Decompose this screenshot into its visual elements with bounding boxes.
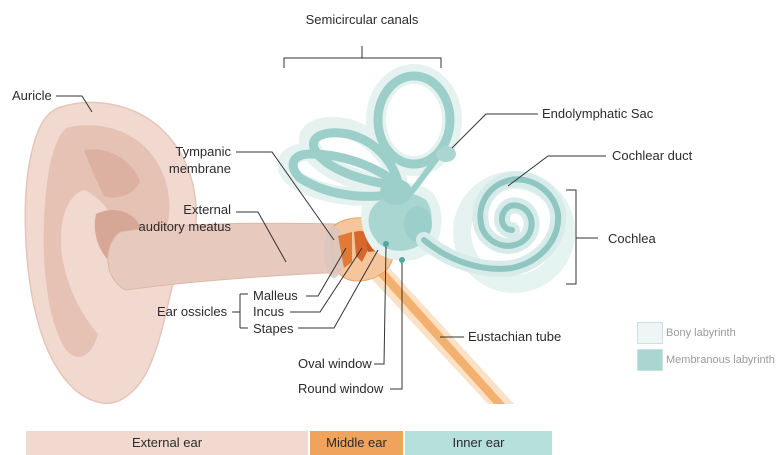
malleus-label: Malleus (253, 288, 298, 303)
legend-bony-swatch (637, 322, 663, 344)
external-meatus-label-line2: auditory meatus (139, 219, 232, 234)
endolymphatic-sac-label: Endolymphatic Sac (542, 106, 654, 121)
region-middle-ear: Middle ear (310, 431, 403, 455)
round-window-label: Round window (298, 381, 384, 396)
round-window-marker (399, 257, 405, 263)
cochlea-illustration (424, 179, 558, 269)
legend-membranous-label: Membranous labyrinth (666, 350, 775, 370)
cochlea-label: Cochlea (608, 231, 656, 246)
ear-ossicles-bracket (232, 294, 248, 328)
tympanic-membrane-label-line2: membrane (169, 161, 231, 176)
oval-window-label: Oval window (298, 356, 372, 371)
tympanic-membrane-label-line1: Tympanic (175, 144, 231, 159)
region-external-ear: External ear (26, 431, 308, 455)
semicircular-canals-label: Semicircular canals (306, 12, 419, 27)
stapes-label: Stapes (253, 321, 294, 336)
cochlear-duct-label: Cochlear duct (612, 148, 693, 163)
oval-window-marker (383, 241, 389, 247)
endolymphatic-sac-leader (452, 114, 538, 148)
ear-ossicles-label: Ear ossicles (157, 304, 228, 319)
legend-membranous-swatch (637, 349, 663, 371)
incus-label: Incus (253, 304, 285, 319)
region-inner-ear: Inner ear (405, 431, 552, 455)
external-meatus-label-line1: External (183, 202, 231, 217)
auricle-label: Auricle (12, 88, 52, 103)
eustachian-tube-label: Eustachian tube (468, 329, 561, 344)
legend-bony-label: Bony labyrinth (666, 323, 736, 343)
